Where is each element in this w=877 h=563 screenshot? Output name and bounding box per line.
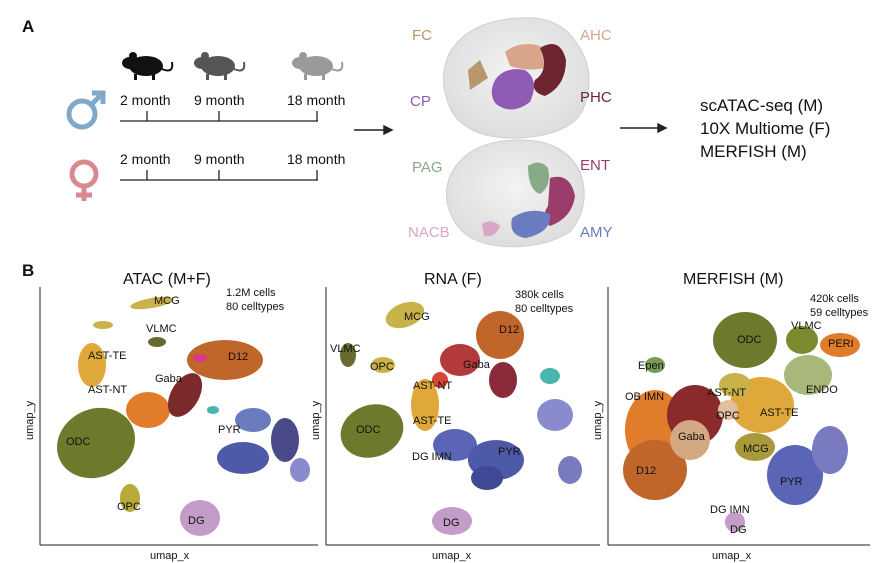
merfish-label-ast-nt: AST-NT [707,387,746,399]
atac-label-ast-te: AST-TE [88,350,127,362]
atac-label-d12: D12 [228,351,248,363]
mouse-9-month-icon [194,52,246,80]
plot-title-rna: RNA (F) [424,271,482,288]
rna-label-dg: DG [443,517,460,529]
rna-label-ast-nt: AST-NT [413,380,452,392]
merfish-label-ast-te: AST-TE [760,407,799,419]
mouse-18-month-icon [292,52,344,80]
rna-label-pyr: PYR [498,446,521,458]
atac-xlabel: umap_x [150,550,190,562]
atac-label-ast-nt: AST-NT [88,384,127,396]
panel-b-letter: B [22,261,34,280]
plot-info-merfish-cells: 420k cells [810,293,859,305]
brain-bottom-illustration [446,139,585,248]
merfish-ylabel: umap_y [592,400,604,440]
plot-info-atac-types: 80 celltypes [226,301,285,313]
plot-info-rna-types: 80 celltypes [515,303,574,315]
atac-label-vlmc: VLMC [146,323,177,335]
rna-label-opc: OPC [370,361,394,373]
plot-title-merfish: MERFISH (M) [683,271,783,288]
region-label-fc: FC [412,27,432,44]
merfish-label-dg-imn: DG IMN [710,504,750,516]
region-label-cp: CP [410,93,431,110]
rna-label-ast-te: AST-TE [413,415,452,427]
male-age-1: 2 month [120,92,171,108]
assay-multiome: 10X Multiome (F) [700,119,830,138]
atac-ylabel: umap_y [24,400,36,440]
merfish-label-pyr: PYR [780,476,803,488]
region-label-ent: ENT [580,157,610,174]
rna-label-odc: ODC [356,424,381,436]
mouse-2-month-icon [122,52,174,80]
atac-label-opc: OPC [117,501,141,513]
panel-a-letter: A [22,17,34,36]
merfish-label-odc: ODC [737,334,762,346]
atac-label-gaba: Gaba [155,373,183,385]
assay-merfish: MERFISH (M) [700,142,807,161]
umap-plot-rna [325,287,600,546]
merfish-label-gaba: Gaba [678,431,706,443]
merfish-label-d12: D12 [636,465,656,477]
atac-label-odc: ODC [66,436,91,448]
atac-label-pyr: PYR [218,424,241,436]
merfish-label-peri: PERI [828,338,854,350]
merfish-xlabel: umap_x [712,550,752,562]
rna-label-dg-imn: DG IMN [412,451,452,463]
atac-label-mcg: MCG [154,295,180,307]
rna-xlabel: umap_x [432,550,472,562]
merfish-label-vlmc: VLMC [791,320,822,332]
merfish-label-opc: OPC [716,410,740,422]
female-timeline [120,170,318,181]
region-label-amy: AMY [580,224,613,241]
plot-info-atac-cells: 1.2M cells [226,287,276,299]
female-age-3: 18 month [287,151,345,167]
merfish-label-dg: DG [730,524,747,536]
plot-info-rna-cells: 380k cells [515,289,564,301]
arrow-to-assays-icon [620,122,668,134]
rna-label-d12: D12 [499,324,519,336]
umap-plot-atac [39,287,318,546]
female-symbol-icon [69,159,99,201]
region-label-phc: PHC [580,89,612,106]
merfish-label-epen: Epen [638,360,664,372]
plot-title-atac: ATAC (M+F) [123,271,211,288]
male-age-2: 9 month [194,92,245,108]
male-timeline [120,111,318,122]
region-label-ahc: AHC [580,27,612,44]
region-label-nacb: NACB [408,224,450,241]
rna-ylabel: umap_y [310,400,322,440]
male-age-3: 18 month [287,92,345,108]
rna-label-mcg: MCG [404,311,430,323]
rna-label-vlmc: VLMC [330,343,361,355]
female-age-1: 2 month [120,151,171,167]
female-age-2: 9 month [194,151,245,167]
arrow-to-brains-icon [354,124,394,136]
merfish-label-mcg: MCG [743,443,769,455]
assay-scatac: scATAC-seq (M) [700,96,823,115]
region-label-pag: PAG [412,159,443,176]
merfish-label-ob-imn: OB IMN [625,391,664,403]
male-symbol-icon [66,90,106,130]
rna-label-gaba: Gaba [463,359,491,371]
umap-plot-merfish [607,287,870,546]
atac-label-dg: DG [188,515,205,527]
merfish-label-endo: ENDO [806,384,838,396]
plot-info-merfish-types: 59 celltypes [810,307,869,319]
brain-top-illustration [442,17,590,139]
